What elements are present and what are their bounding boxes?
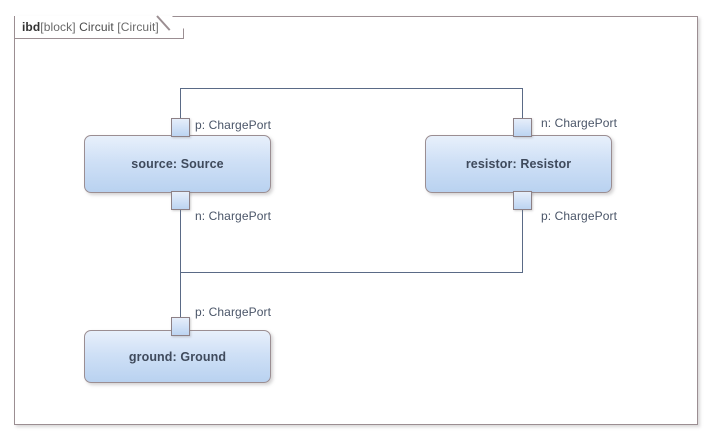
connector-top-horizontal[interactable] bbox=[180, 88, 523, 89]
header-left-bar bbox=[14, 16, 15, 39]
block-ground-label: ground: Ground bbox=[128, 349, 227, 364]
port-label-ground-p: p: ChargePort bbox=[195, 305, 272, 319]
diagram-header-label: ibd[block] Circuit [Circuit] bbox=[22, 20, 159, 34]
block-ground[interactable]: ground: Ground bbox=[84, 330, 271, 383]
diagram-header-tab[interactable]: ibd[block] Circuit [Circuit] bbox=[14, 16, 184, 39]
diagram-name: Circuit bbox=[79, 20, 114, 34]
connector-source-n-to-ground[interactable] bbox=[180, 272, 181, 331]
connector-resistor-n-vertical[interactable] bbox=[522, 88, 523, 119]
diagram-kind-keyword: ibd bbox=[22, 20, 41, 34]
port-label-resistor-p: p: ChargePort bbox=[541, 209, 618, 223]
port-source-n[interactable] bbox=[171, 191, 190, 210]
port-label-resistor-n: n: ChargePort bbox=[541, 116, 618, 130]
connector-resistor-p-vertical[interactable] bbox=[522, 209, 523, 273]
block-source-label: source: Source bbox=[131, 157, 224, 171]
port-label-source-p: p: ChargePort bbox=[195, 118, 272, 132]
connector-source-n-vertical[interactable] bbox=[180, 209, 181, 273]
block-source[interactable]: source: Source bbox=[84, 135, 271, 193]
connector-source-p-vertical[interactable] bbox=[180, 88, 181, 119]
diagram-stereotype: [block] bbox=[40, 20, 76, 34]
diagram-type: [Circuit] bbox=[117, 20, 159, 34]
port-resistor-p[interactable] bbox=[513, 191, 532, 210]
block-resistor-label: resistor: Resistor bbox=[465, 157, 572, 171]
port-source-p[interactable] bbox=[171, 118, 190, 137]
port-resistor-n[interactable] bbox=[513, 118, 532, 137]
connector-bottom-horizontal[interactable] bbox=[180, 272, 523, 273]
block-resistor[interactable]: resistor: Resistor bbox=[425, 135, 612, 193]
port-ground-p[interactable] bbox=[171, 317, 190, 336]
port-label-source-n: n: ChargePort bbox=[195, 209, 272, 223]
